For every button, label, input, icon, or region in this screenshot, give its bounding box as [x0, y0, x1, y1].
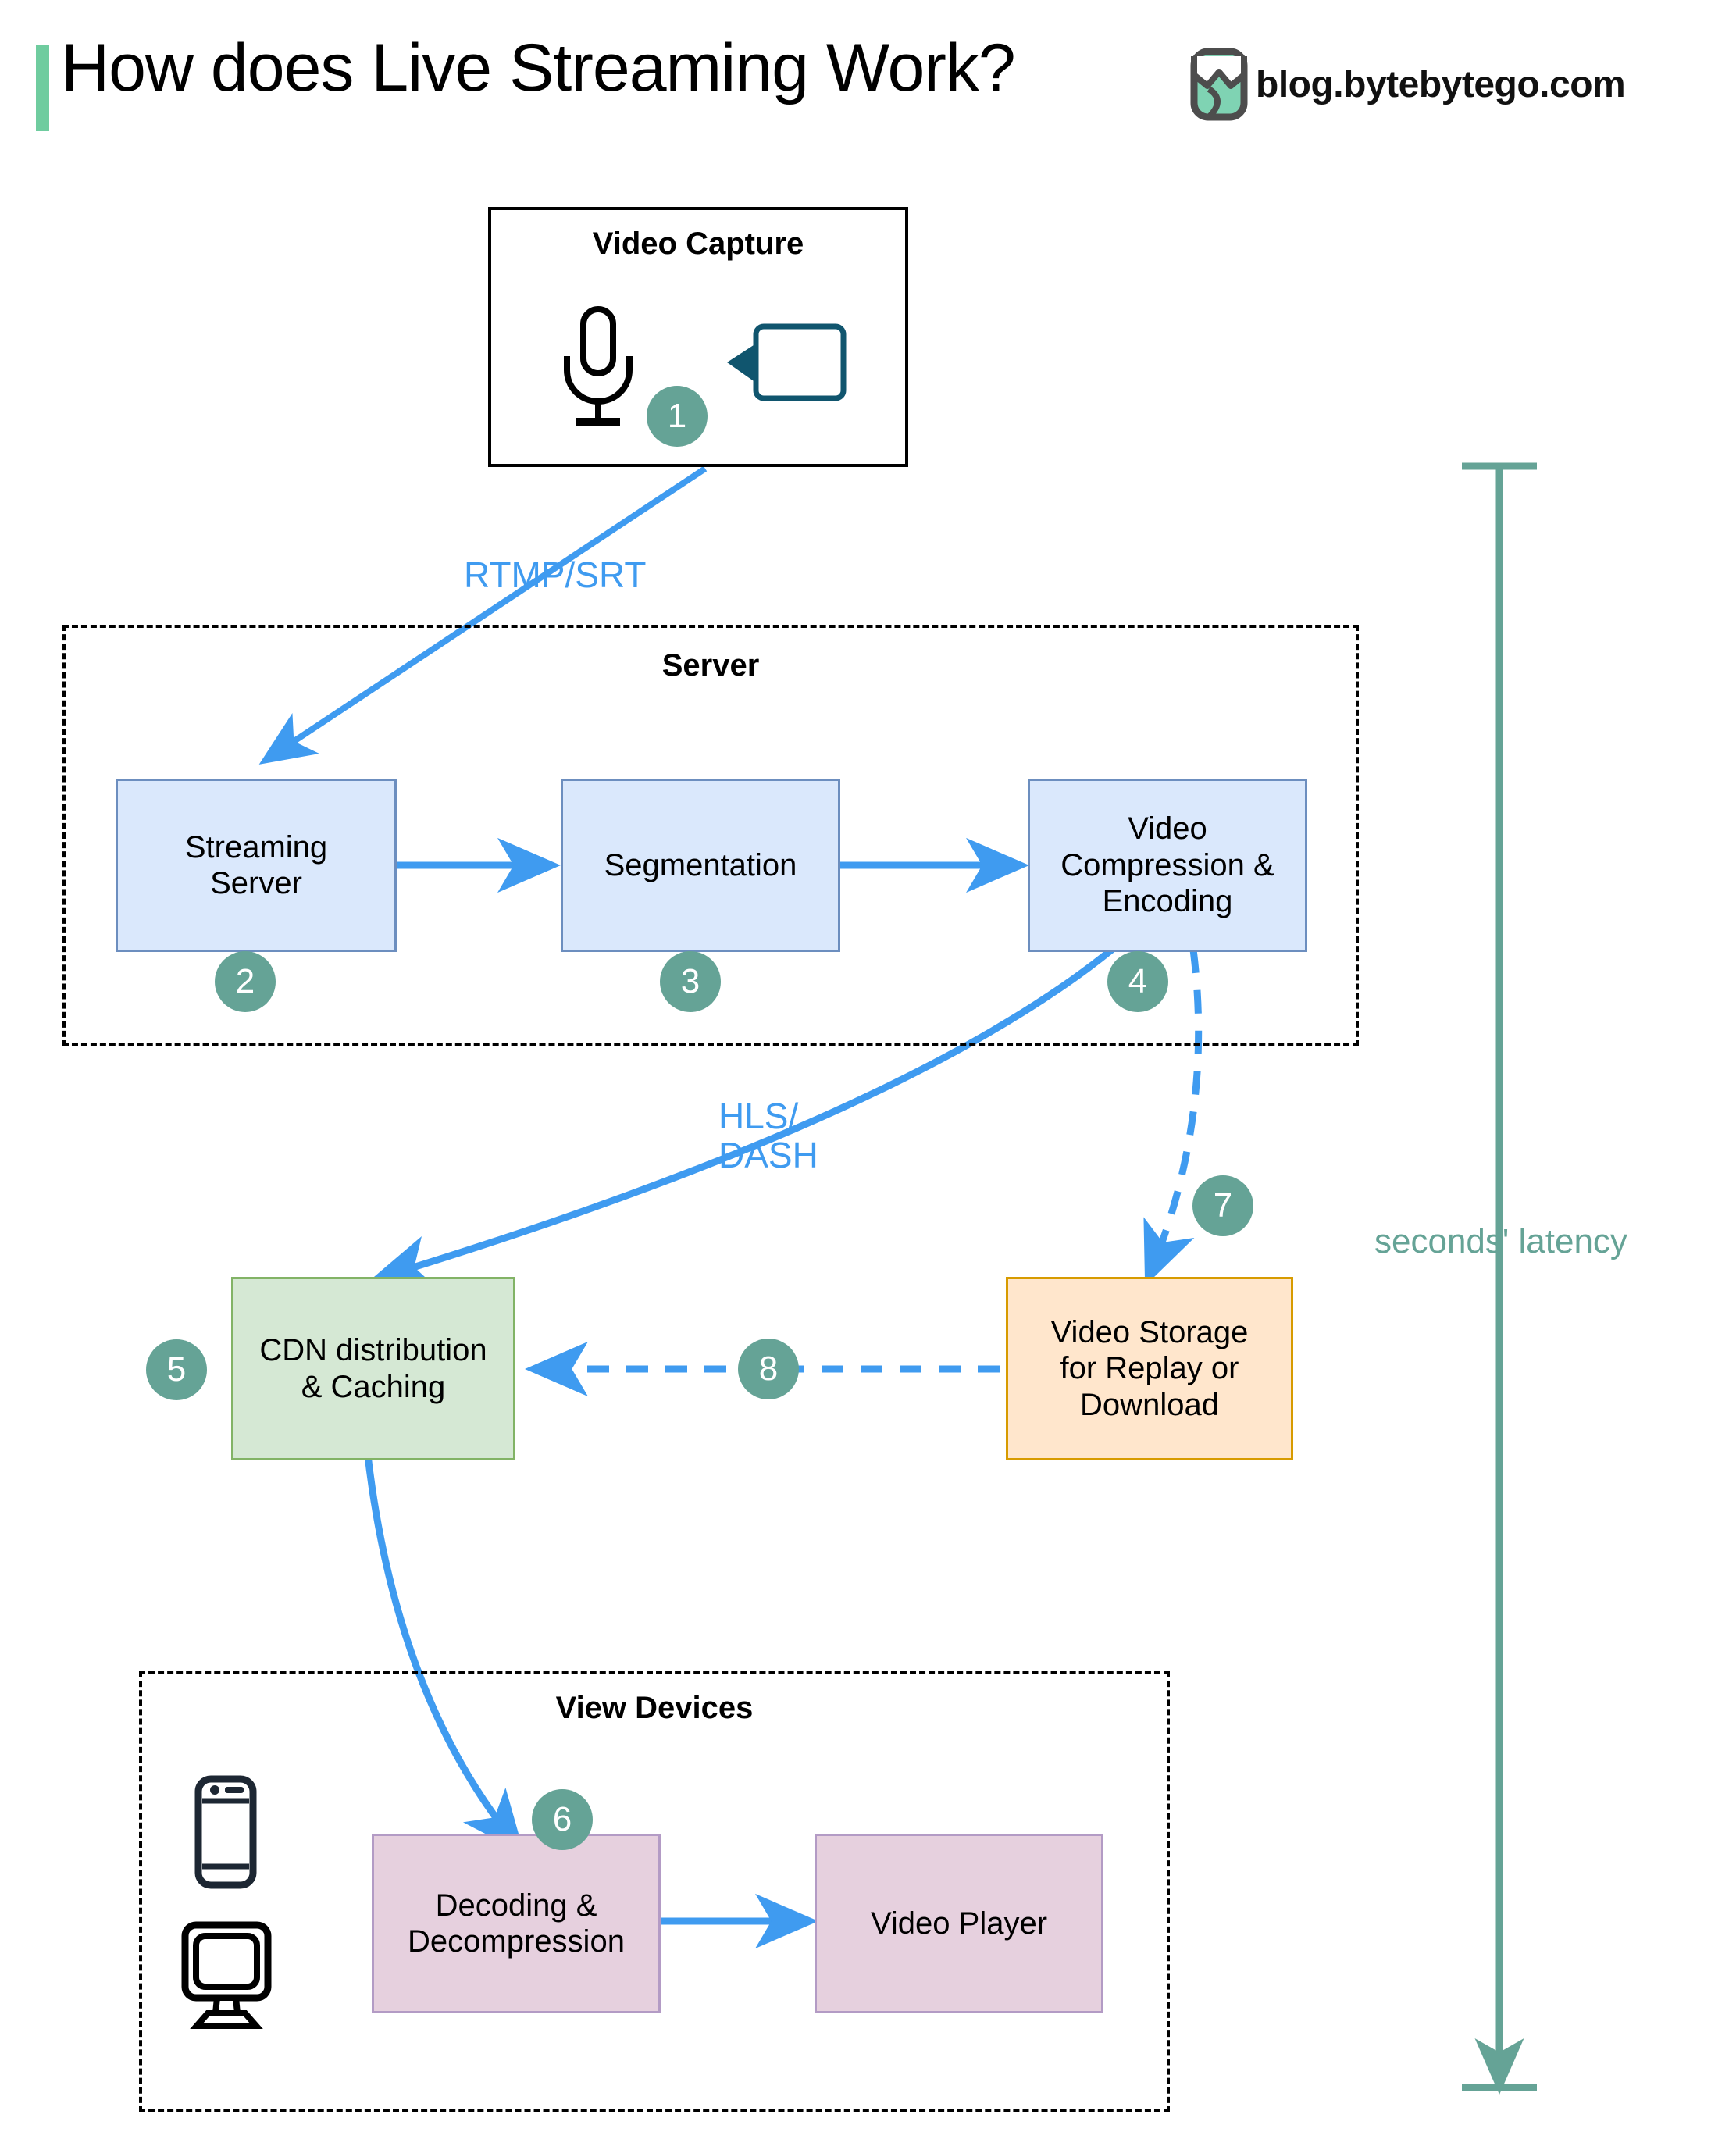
node-video-storage-label: Video Storage for Replay or Download — [1050, 1314, 1249, 1422]
edge-label-rtmp-srt: RTMP/SRT — [464, 554, 647, 595]
node-streaming-server-label: Streaming Server — [184, 829, 328, 900]
edge-label-hls-dash: HLS/ DASH — [718, 1096, 818, 1175]
latency-label: seconds' latency — [1374, 1222, 1627, 1260]
phone-icon — [194, 1774, 258, 1890]
page-title: How does Live Streaming Work? — [61, 30, 1016, 105]
node-cdn-label: CDN distribution & Caching — [259, 1333, 487, 1404]
microphone-icon — [554, 305, 640, 430]
step-badge-7: 7 — [1192, 1175, 1253, 1236]
view-devices-group-label: View Devices — [555, 1691, 754, 1725]
node-cdn-distribution[interactable]: CDN distribution & Caching — [231, 1277, 515, 1460]
node-video-storage[interactable]: Video Storage for Replay or Download — [1006, 1277, 1293, 1460]
node-video-compression-label: Video Compression & Encoding — [1060, 811, 1274, 919]
video-capture-label: Video Capture — [592, 226, 804, 261]
step-badge-5: 5 — [146, 1339, 207, 1400]
node-decoding-decompression[interactable]: Decoding & Decompression — [372, 1834, 661, 2013]
node-segmentation-label: Segmentation — [604, 847, 797, 882]
video-camera-icon — [722, 322, 847, 403]
step-badge-1: 1 — [647, 386, 708, 447]
step-badge-2: 2 — [215, 951, 276, 1012]
monitor-icon — [181, 1921, 272, 2030]
node-video-compression[interactable]: Video Compression & Encoding — [1028, 779, 1307, 952]
page-header: How does Live Streaming Work? blog.byteb… — [0, 0, 1736, 148]
step-badge-4: 4 — [1107, 951, 1168, 1012]
brand-label: blog.bytebytego.com — [1256, 63, 1626, 105]
node-decoding-label: Decoding & Decompression — [408, 1888, 625, 1959]
view-devices-group — [139, 1671, 1170, 2112]
step-badge-8: 8 — [738, 1339, 799, 1399]
server-group — [62, 625, 1359, 1046]
brand-block: blog.bytebytego.com — [1190, 48, 1626, 121]
node-video-player-label: Video Player — [870, 1906, 1048, 1941]
node-video-player[interactable]: Video Player — [815, 1834, 1103, 2013]
node-streaming-server[interactable]: Streaming Server — [116, 779, 397, 952]
bytebytego-logo-icon — [1190, 48, 1248, 121]
step-badge-6: 6 — [532, 1789, 593, 1850]
step-badge-3: 3 — [660, 951, 721, 1012]
node-segmentation[interactable]: Segmentation — [561, 779, 840, 952]
title-accent-bar — [36, 45, 49, 131]
server-group-label: Server — [661, 648, 760, 683]
